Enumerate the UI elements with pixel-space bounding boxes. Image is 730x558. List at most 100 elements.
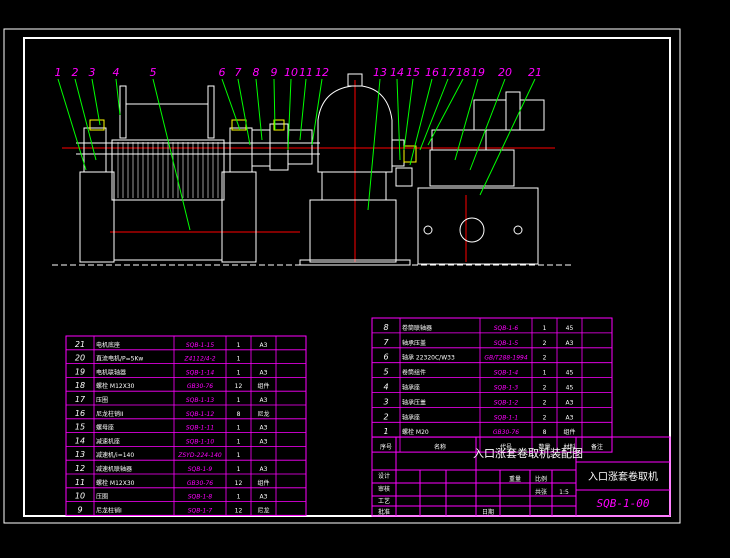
leader-18 [427,78,464,146]
bom-code-17: SQB-1-13 [186,397,215,404]
bom-header-no: 序号 [380,443,392,451]
bom-mat-16: 尼龙 [257,410,269,418]
bom-name-10: 压圈 [96,494,108,501]
drawing-title: 入口涨套卷取机装配图 [473,446,583,460]
leader-14 [396,78,401,161]
leader-lines [57,78,536,231]
bom-mat-11: 组件 [257,479,269,487]
bom-mat-7: A3 [566,340,574,347]
callout-5: 5 [150,66,157,79]
bom-qty-10: 1 [237,494,241,501]
bom-no-17: 17 [75,395,86,404]
bom-mat-2: A3 [566,414,574,421]
date-label: 日期 [482,508,494,516]
outer-border [3,28,681,524]
bom-no-10: 10 [75,492,85,501]
bom-header-note: 备注 [591,443,603,451]
leader-13 [367,78,381,211]
bom-no-13: 13 [75,450,85,459]
leader-15 [403,78,414,151]
bom-mat-14: A3 [260,438,268,445]
bom-no-3: 3 [383,397,388,406]
callout-21: 21 [528,66,542,79]
bom-code-1: GB30-76 [493,429,519,436]
bom-header-mat: 材料 [563,443,575,451]
bom-qty-17: 1 [237,397,241,404]
bom-name-5: 卷筒组件 [402,369,426,377]
bom-qty-14: 1 [237,438,241,445]
leader-4 [115,78,121,116]
bom-no-15: 15 [75,423,85,432]
leader-12 [311,78,323,146]
bom-qty-6: 2 [543,355,547,362]
leader-7 [237,78,251,146]
leader-11 [299,78,307,141]
bom-no-11: 11 [75,478,85,487]
sheet-label: 共张 [535,488,547,496]
bom-qty-21: 1 [237,342,241,349]
bom-code-19: SQB-1-14 [186,369,215,376]
scale-label: 比例 [535,475,547,483]
bom-name-14: 减速机座 [96,437,120,445]
bom-mat-5: 45 [566,370,574,377]
bom-no-14: 14 [75,436,85,445]
bom-qty-2: 2 [543,414,547,421]
bom-qty-8: 1 [543,325,547,332]
bom-name-17: 压圈 [96,397,108,404]
leader-5 [152,78,191,231]
leader-20 [469,78,506,171]
callout-14: 14 [390,66,404,79]
drawing-number: SQB-1-00 [597,497,650,510]
bom-mat-21: A3 [260,342,268,349]
callout-20: 20 [498,66,512,79]
bom-name-7: 轴承压盖 [402,339,426,347]
bom-qty-4: 2 [543,385,547,392]
bom-name-1: 螺栓 M20 [402,428,429,436]
callout-15: 15 [406,66,420,79]
leader-6 [221,78,241,131]
bom-header-name: 名称 [434,443,446,451]
bom-code-11: GB30-76 [187,480,213,487]
callout-13: 13 [373,66,387,79]
bom-qty-11: 12 [235,480,243,487]
inner-frame [23,37,671,517]
callout-12: 12 [315,66,329,79]
bom-no-20: 20 [75,354,85,363]
bom-mat-17: A3 [260,397,268,404]
callout-6: 6 [219,66,226,79]
bom-qty-12: 1 [237,466,241,473]
callout-2: 2 [72,66,79,79]
bom-code-13: ZSYD-224-140 [177,452,222,459]
bom-name-18: 螺栓 M12X30 [96,382,135,390]
bom-mat-12: A3 [260,466,268,473]
bom-name-3: 轴承压盖 [402,398,426,406]
bom-no-9: 9 [77,505,82,514]
bom-code-2: SQB-1-1 [494,414,519,421]
bom-code-15: SQB-1-11 [186,425,214,432]
bom-qty-1: 8 [543,429,547,436]
bom-name-19: 电机联轴器 [96,368,126,376]
product-name: 入口涨套卷取机 [588,470,658,483]
approve-label: 批准 [378,508,390,516]
bom-no-18: 18 [75,381,85,390]
bom-name-12: 减速机联轴器 [96,465,132,473]
leader-9 [273,78,276,131]
bom-no-7: 7 [383,338,389,347]
leader-3 [91,78,101,126]
bom-mat-18: 组件 [257,382,269,390]
bom-mat-15: A3 [260,425,268,432]
callout-8: 8 [253,66,260,79]
leader-1 [57,78,87,171]
title-block [371,436,671,517]
bom-name-2: 轴承座 [402,413,420,421]
callout-18: 18 [456,66,470,79]
bom-qty-13: 1 [237,452,241,459]
bom-qty-7: 2 [543,340,547,347]
bom-no-5: 5 [383,368,388,377]
bom-name-21: 电机底座 [96,341,120,349]
leader-19 [454,78,479,161]
bom-mat-1: 组件 [563,428,575,436]
bom-code-14: SQB-1-10 [186,438,215,445]
